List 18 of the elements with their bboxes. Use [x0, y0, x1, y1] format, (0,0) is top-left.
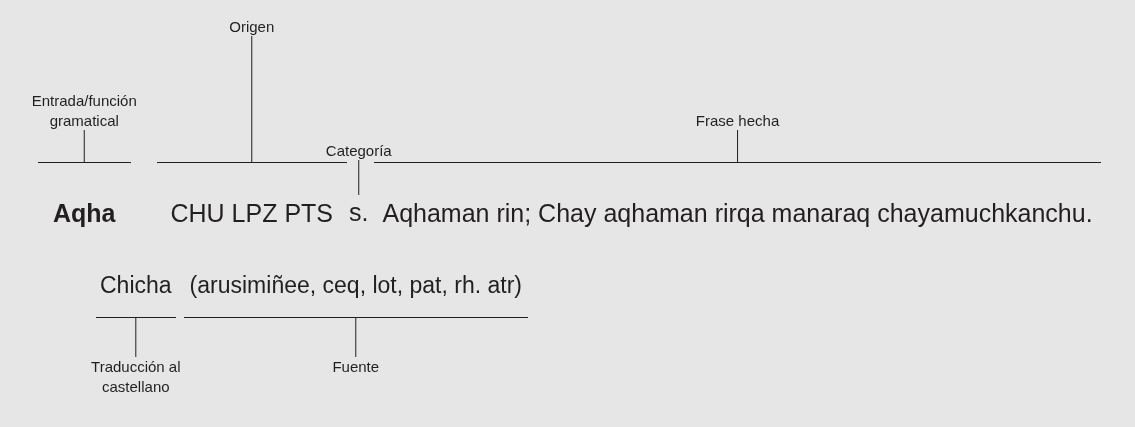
callout-label: Categoría	[308, 140, 409, 160]
callout-label: Fuente	[305, 357, 406, 377]
leader-line	[355, 317, 357, 358]
leader-line	[135, 317, 137, 358]
leader-line	[251, 35, 253, 163]
leader-line	[83, 129, 85, 163]
callout-label: Origen	[201, 16, 302, 36]
callout-label: Frase hecha	[677, 110, 798, 130]
callout-label: Traducción al castellano	[80, 357, 191, 396]
leader-line	[358, 159, 360, 196]
callout-label: Entrada/función gramatical	[19, 91, 150, 130]
category-abbreviation: s.	[347, 195, 371, 227]
translation: Chicha	[96, 272, 176, 318]
entry-term: Aqha	[38, 162, 131, 228]
leader-line	[737, 129, 739, 163]
source-list: (arusimiñee, ceq, lot, pat, rh. atr)	[183, 272, 528, 318]
set-phrase: Aqhaman rin; Chay aqhaman rirqa manaraq chayamuchkanchu.	[374, 162, 1101, 228]
origin-codes: CHU LPZ PTS	[156, 162, 348, 228]
